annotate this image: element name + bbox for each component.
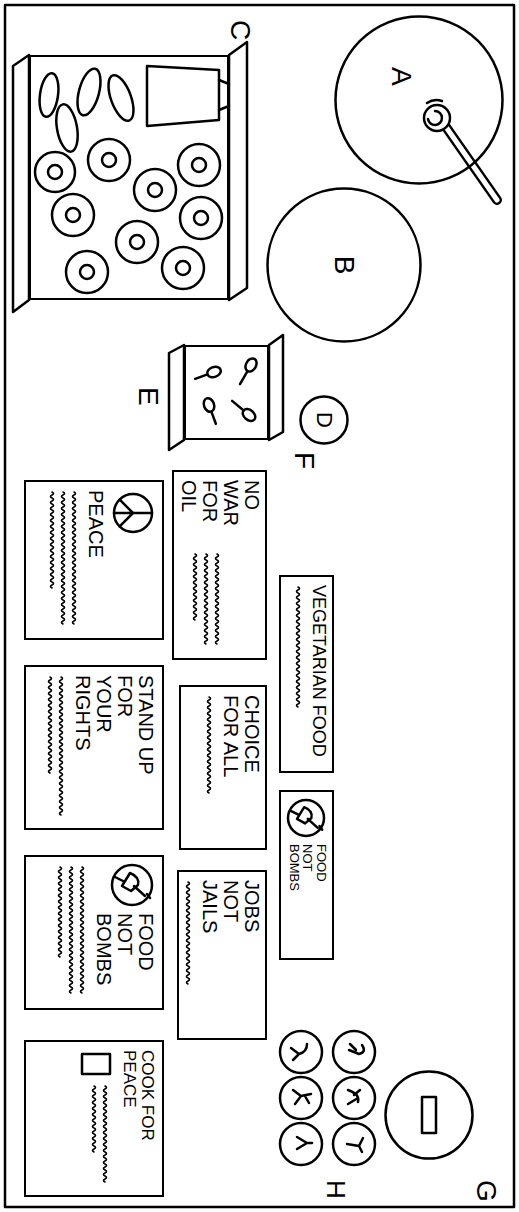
sign-text: VEGETARIAN FOOD [309, 585, 328, 765]
part-label: G [472, 1180, 501, 1202]
squiggle-lines [180, 552, 222, 652]
group-label: F [290, 452, 319, 469]
squiggle-lines [53, 865, 87, 1002]
sign-text: FOOD NOT BOMBS [287, 844, 328, 891]
protest-sign: COOK FOR PEACE [24, 1040, 164, 1197]
part-label-holder: E [134, 387, 163, 406]
part-label: E [134, 387, 163, 406]
protest-sign: CHOICE FOR ALL [179, 685, 267, 850]
part-label-holder: G [472, 1180, 501, 1202]
table-circle: B [266, 187, 422, 343]
sign-text-holder: NO WAR FOR OIL [178, 480, 262, 540]
peace-symbol [112, 492, 154, 534]
node-letter: B [329, 256, 358, 275]
sign-text-holder: COOK FOR PEACE [120, 1050, 156, 1189]
protest-sign: NO WAR FOR OIL [172, 470, 267, 660]
group-label-holder: F [290, 452, 319, 469]
node-letter-holder: D [299, 395, 349, 445]
sign-text-holder: STAND UP FOR YOUR RIGHTS [72, 675, 156, 775]
spoon-box: E [184, 345, 269, 440]
sign-text-holder: PEACE [85, 490, 106, 630]
protest-sign: STAND UP FOR YOUR RIGHTS [24, 665, 164, 830]
protest-sign: FOOD NOT BOMBS [24, 855, 164, 1010]
squiggle-lines [45, 490, 79, 632]
sign-text: COOK FOR PEACE [120, 1050, 156, 1189]
sign-text-holder: FOOD NOT BOMBS [93, 913, 156, 993]
sign-text: JOBS NOT JAILS [199, 880, 262, 955]
node-letter-holder: B [266, 187, 422, 343]
circle-outline [334, 15, 504, 185]
squiggle-lines [289, 585, 303, 765]
sign-text: CHOICE FOR ALL [220, 695, 262, 780]
squiggle-lines [202, 695, 214, 842]
squiggle-lines [80, 1084, 110, 1189]
protest-sign: VEGETARIAN FOOD [279, 575, 334, 773]
group-label: H [322, 1180, 349, 1199]
protest-sign: PEACE [24, 480, 164, 640]
sign-text: NO WAR FOR OIL [178, 480, 262, 540]
sign-text-holder: JOBS NOT JAILS [199, 880, 262, 955]
sign-text-holder: CHOICE FOR ALL [220, 695, 262, 780]
sign-text: STAND UP FOR YOUR RIGHTS [72, 675, 156, 775]
cup-icon [80, 1052, 112, 1076]
node-letter: A [387, 67, 416, 86]
sign-text: FOOD NOT BOMBS [93, 913, 156, 993]
node-letter: D [312, 412, 335, 428]
group-label-holder: H [322, 1180, 349, 1199]
node-letter-holder: A [387, 67, 416, 86]
small-circle: D [299, 395, 349, 445]
fist-carrot-logo [286, 798, 326, 838]
pot-circle: A [334, 15, 504, 185]
protest-sign: FOOD NOT BOMBS [279, 790, 334, 960]
sign-text-holder: FOOD NOT BOMBS [287, 844, 328, 891]
part-label-holder: C [226, 20, 255, 40]
sign-text-holder: VEGETARIAN FOOD [309, 585, 328, 765]
squiggle-lines [36, 675, 66, 822]
g-circle: G [384, 1070, 474, 1160]
part-label: C [226, 20, 255, 40]
bagel-box: C [29, 55, 229, 300]
sign-text: PEACE [85, 490, 106, 630]
fist-carrot-logo [110, 863, 154, 907]
circle-outline [384, 1070, 474, 1160]
squiggle-lines [181, 880, 193, 1032]
protest-sign: JOBS NOT JAILS [177, 870, 267, 1040]
